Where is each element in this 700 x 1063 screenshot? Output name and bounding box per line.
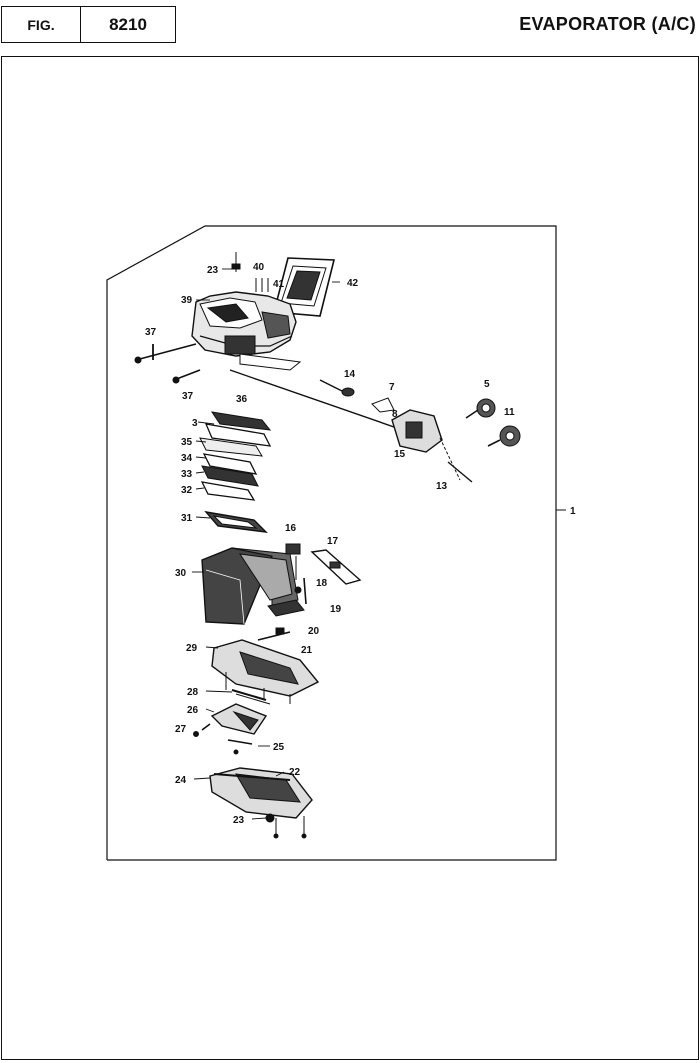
callout-31: 31 [181, 513, 193, 524]
figure-id-box: FIG. 8210 [1, 6, 176, 43]
callout-26: 26 [187, 705, 199, 716]
callout-22: 22 [289, 767, 301, 778]
parts-drawing [134, 252, 521, 839]
callout-labels: 23 40 41 42 39 37 37 14 7 8 5 11 36 3 35… [145, 262, 576, 826]
callout-34: 34 [181, 453, 193, 464]
evaporator-core-30 [201, 547, 299, 625]
diagram-frame [1, 56, 699, 1060]
callout-19: 19 [330, 604, 342, 615]
clip-21 [257, 627, 291, 641]
screws-top [231, 252, 269, 292]
callout-23-bottom: 23 [233, 815, 245, 826]
tray-31 [204, 510, 268, 533]
fig-number: 8210 [109, 14, 147, 34]
callout-14: 14 [344, 369, 356, 380]
fig-label: FIG. [2, 7, 81, 42]
screws-37 [134, 343, 201, 384]
callout-37-bottom: 37 [182, 391, 194, 402]
callout-35: 35 [181, 437, 193, 448]
part-20 [267, 599, 305, 617]
actuator-15 [391, 409, 473, 483]
callout-36: 36 [236, 394, 248, 405]
motor-11 [487, 425, 521, 447]
upper-case-39 [191, 291, 302, 371]
seal-28 [231, 689, 271, 705]
callout-42: 42 [347, 278, 359, 289]
bracket-17 [310, 549, 362, 585]
plates-stack [199, 411, 272, 501]
assembly-boundary [106, 225, 557, 861]
callout-40: 40 [253, 262, 265, 273]
drain-26 [193, 703, 268, 755]
callout-18: 18 [316, 578, 328, 589]
callout-25: 25 [273, 742, 285, 753]
callout-17: 17 [327, 536, 339, 547]
link-rod [229, 369, 421, 437]
callout-16: 16 [285, 523, 297, 534]
callout-29: 29 [186, 643, 198, 654]
callout-27: 27 [175, 724, 187, 735]
callout-13: 13 [436, 481, 448, 492]
callout-30: 30 [175, 568, 187, 579]
callout-23-top: 23 [207, 265, 219, 276]
callout-1: 1 [570, 506, 576, 517]
leader-lines [192, 268, 340, 820]
callout-28: 28 [187, 687, 199, 698]
page-title: EVAPORATOR (A/C) [519, 14, 696, 34]
callout-20: 20 [308, 626, 320, 637]
callout-5: 5 [484, 379, 490, 390]
callout-8: 8 [392, 409, 398, 420]
callout-24: 24 [175, 775, 187, 786]
lower-case-29 [211, 639, 320, 704]
callout-39: 39 [181, 295, 193, 306]
expansion-valve [285, 543, 307, 605]
callout-33: 33 [181, 469, 193, 480]
callout-7: 7 [389, 382, 395, 393]
callout-21: 21 [301, 645, 313, 656]
callout-11: 11 [504, 407, 515, 418]
callout-41: 41 [273, 279, 285, 290]
motor-5 [465, 398, 496, 419]
callout-3: 3 [192, 418, 198, 429]
bottom-housing-24 [209, 767, 313, 839]
callout-15: 15 [394, 449, 406, 460]
callout-32: 32 [181, 485, 193, 496]
callout-37-top: 37 [145, 327, 157, 338]
filter-frame-42 [272, 257, 336, 317]
